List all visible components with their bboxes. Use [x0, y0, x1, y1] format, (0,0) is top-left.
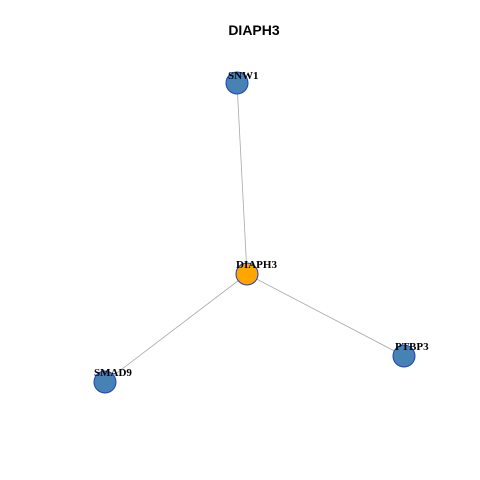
- node-snw1: SNW1: [225, 70, 259, 95]
- node-circle-snw1: [225, 71, 249, 95]
- node-label-smad9: SMAD9: [94, 367, 132, 379]
- edge-diaph3-ptbp3: [246, 273, 405, 357]
- node-label-ptbp3: PTBP3: [395, 341, 429, 353]
- node-circle-diaph3: [235, 262, 259, 286]
- edge-layer: [104, 82, 405, 383]
- node-smad9: SMAD9: [93, 367, 132, 394]
- node-circle-ptbp3: [392, 344, 416, 368]
- node-circle-smad9: [93, 370, 117, 394]
- node-label-snw1: SNW1: [228, 70, 259, 82]
- node-ptbp3: PTBP3: [392, 341, 429, 368]
- node-label-diaph3: DIAPH3: [236, 259, 277, 271]
- edge-diaph3-snw1: [236, 82, 248, 275]
- edge-diaph3-smad9: [104, 273, 248, 383]
- graph-title: DIAPH3: [228, 22, 280, 38]
- node-diaph3: DIAPH3: [235, 259, 277, 286]
